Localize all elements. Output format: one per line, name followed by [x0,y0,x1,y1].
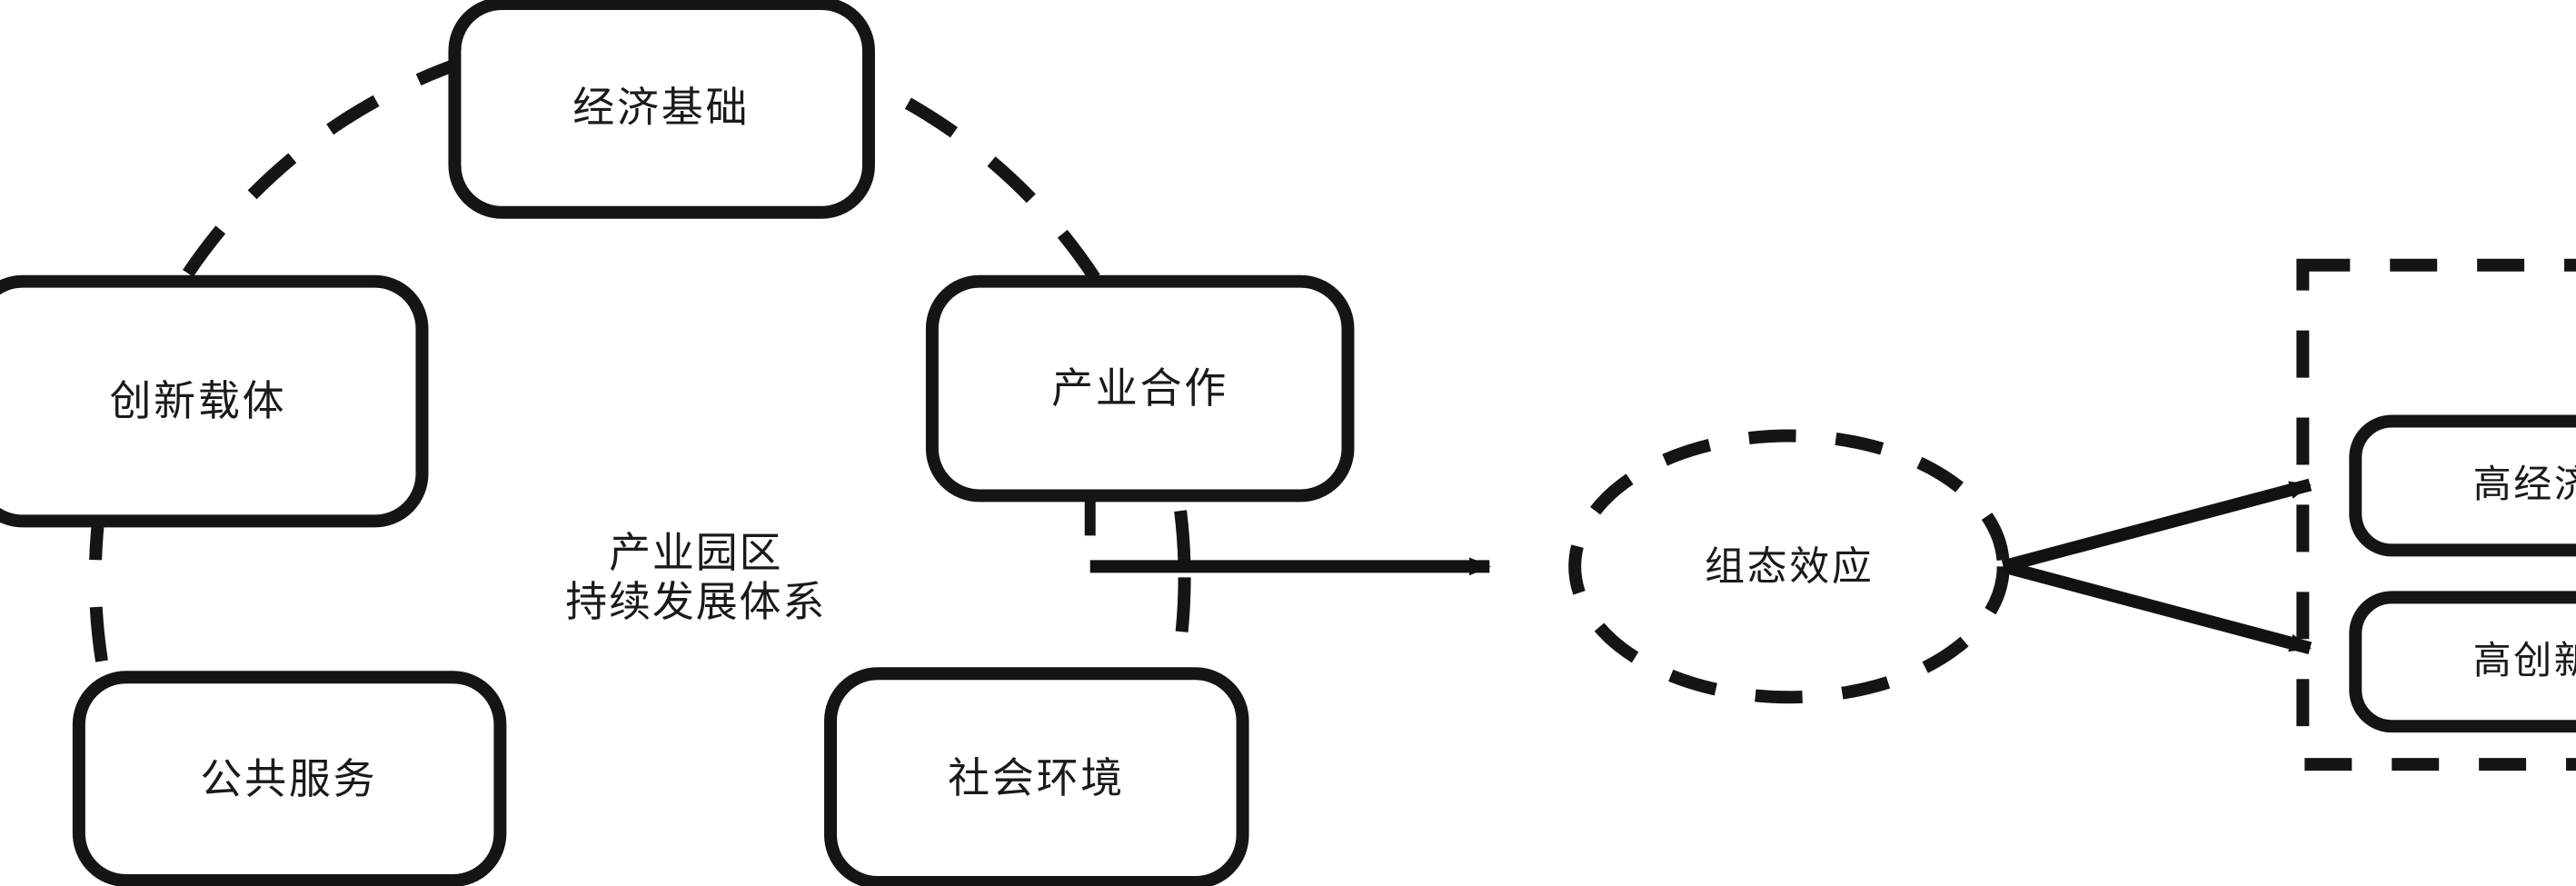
node-box-economic-base[interactable] [448,0,875,219]
outcome-group-box[interactable] [2296,258,2576,772]
mediator-ellipse[interactable] [1568,429,2010,704]
outcome-box-high-economic-performance[interactable] [2349,414,2576,557]
node-box-innovation-carrier[interactable] [0,274,429,528]
arrow-mediator-to-innovation [2001,560,2312,655]
node-box-industry-coop[interactable] [925,274,1355,503]
arrow-mediator-to-economic [2001,478,2312,573]
outcome-box-high-innovation-performance[interactable] [2349,591,2576,733]
node-box-public-service[interactable] [72,671,507,886]
node-box-social-environment[interactable] [824,667,1249,886]
